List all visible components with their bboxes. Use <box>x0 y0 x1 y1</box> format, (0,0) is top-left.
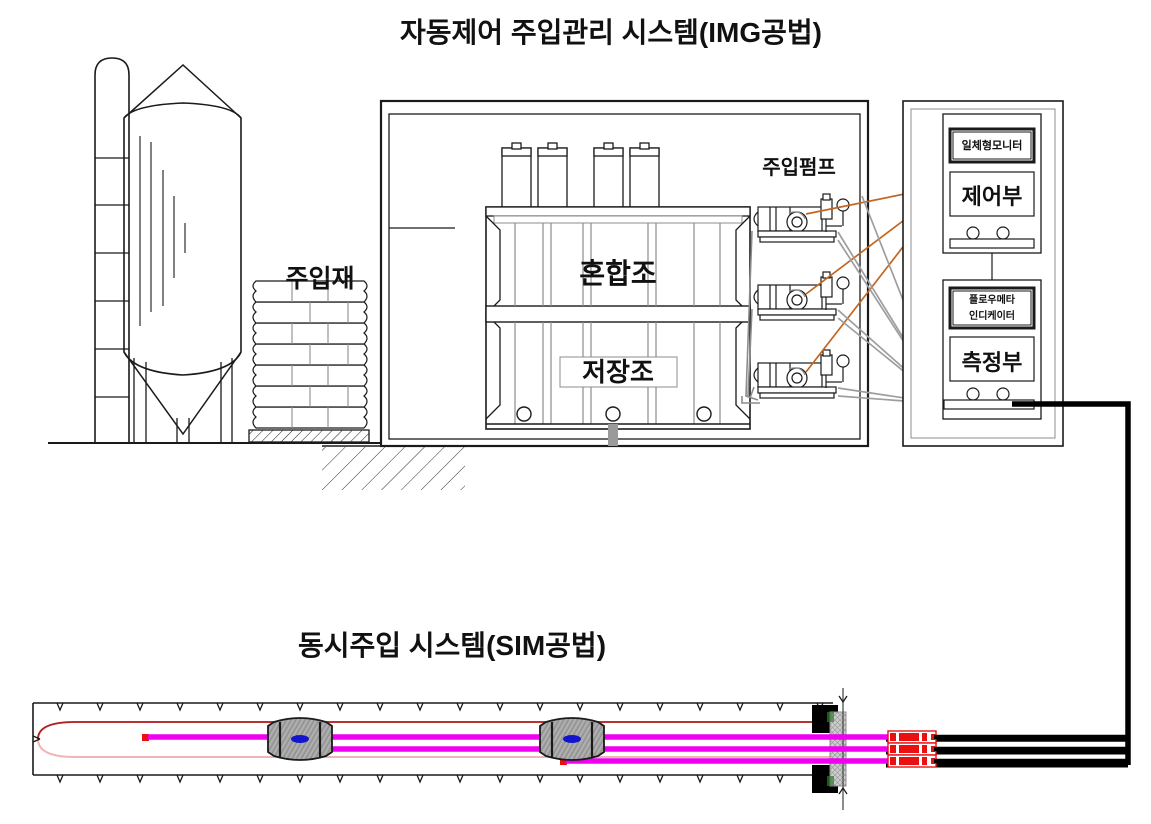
ground-group <box>48 442 465 490</box>
packer-1 <box>267 717 333 761</box>
label-injection-pump: 주입펌프 <box>762 156 836 179</box>
measuring-unit[interactable]: 플로우메타 인디케이터 측정부 <box>942 279 1042 420</box>
valve-fitting-3 <box>887 754 937 768</box>
grout-line-1-cap <box>142 734 149 741</box>
injection-pump-3 <box>753 349 850 399</box>
label-mixing-tank: 혼합조 <box>579 258 656 289</box>
injection-material-stack: 주입재 <box>248 265 370 443</box>
sim-tunnel <box>32 702 833 784</box>
tunnel-ticks-top <box>56 702 824 712</box>
label-flowmeter-line1: 플로우메타 <box>969 293 1016 306</box>
tank-assembly: 혼합조 저장조 <box>485 206 751 446</box>
tunnel-ticks-bottom <box>56 774 824 784</box>
main-hose-route <box>886 401 1131 768</box>
grout-line-3-cap <box>560 758 567 765</box>
pump-suction-piping <box>741 230 760 404</box>
label-integrated-monitor: 일체형모니터 <box>962 138 1023 152</box>
sim-grout-lines-through-wall <box>806 734 892 764</box>
label-flowmeter-line2: 인디케이터 <box>969 309 1015 322</box>
label-control-unit: 제어부 <box>962 184 1023 209</box>
label-measuring-unit: 측정부 <box>962 350 1023 375</box>
dosing-cylinders <box>501 142 660 211</box>
packer-2 <box>539 717 605 761</box>
silo-group <box>94 57 242 443</box>
valve-fitting-1 <box>887 730 937 744</box>
injection-pump-2 <box>753 271 850 321</box>
sim-grout-lines <box>142 734 806 765</box>
page-title-bottom: 동시주입 시스템(SIM공법) <box>298 630 606 661</box>
label-injection-material: 주입재 <box>285 265 354 293</box>
page-title-top: 자동제어 주입관리 시스템(IMG공법) <box>400 17 822 48</box>
control-unit[interactable]: 일체형모니터 제어부 <box>942 113 1042 254</box>
label-storage-tank: 저장조 <box>582 357 654 387</box>
control-cabinet: 일체형모니터 제어부 플로우메타 인디케이터 측정부 <box>902 100 1064 447</box>
valve-fitting-2 <box>887 742 937 756</box>
valve-hose-stubs <box>934 734 1128 764</box>
